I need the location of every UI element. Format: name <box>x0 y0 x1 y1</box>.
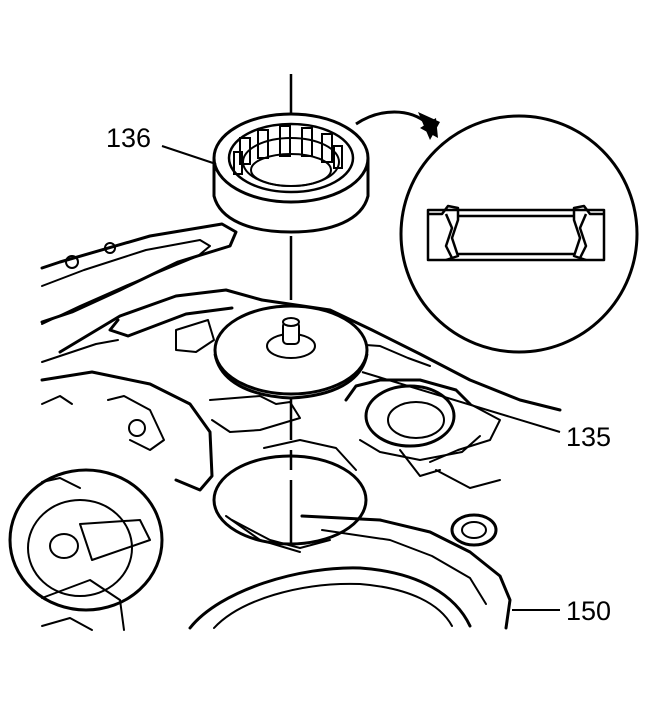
thrust-washer <box>213 304 369 400</box>
detail-arrow <box>355 110 440 140</box>
leader-lines <box>161 145 561 611</box>
callout-135: 135 <box>566 422 611 452</box>
roller-bearing <box>212 112 370 234</box>
callout-150: 150 <box>566 596 611 626</box>
bearing-cross-section-detail <box>399 114 639 354</box>
callout-136: 136 <box>106 123 151 153</box>
